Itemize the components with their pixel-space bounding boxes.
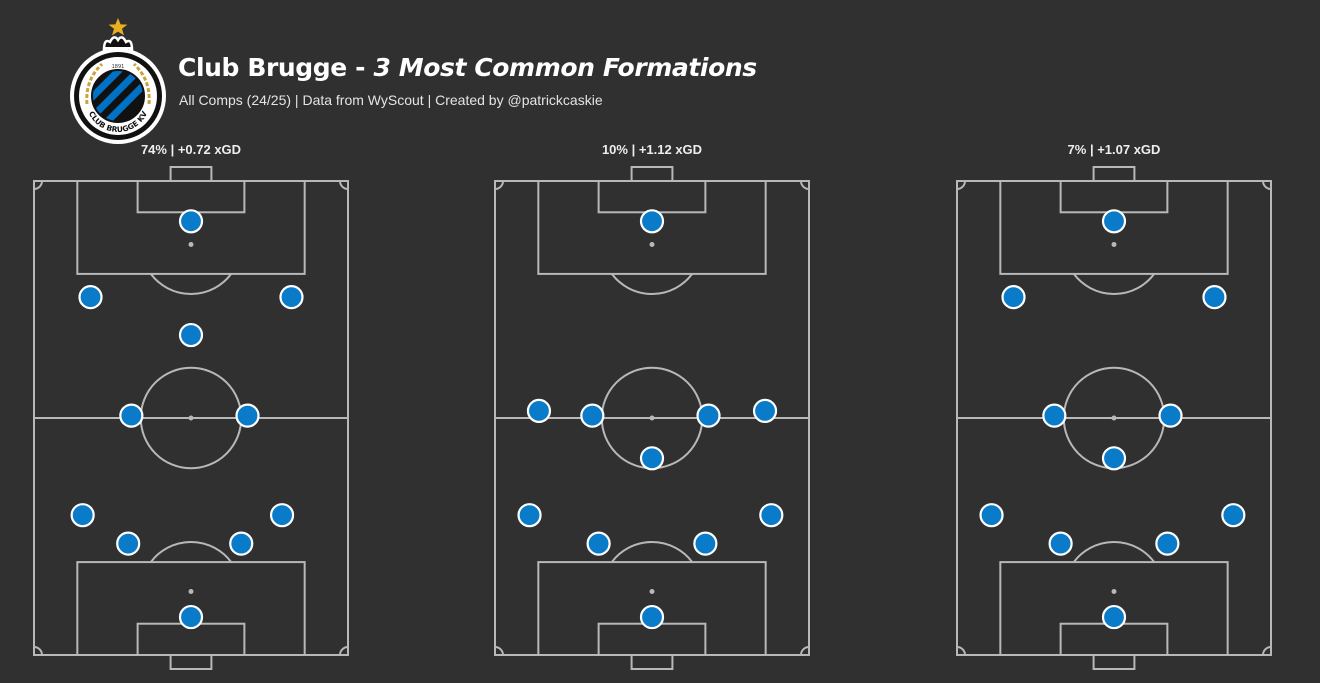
player-marker: [229, 531, 254, 556]
corner-arc: [800, 180, 810, 190]
player-marker: [70, 503, 95, 528]
player-marker: [586, 531, 611, 556]
player-marker: [639, 209, 665, 234]
center-spot: [188, 415, 194, 421]
player-marker: [178, 209, 204, 234]
penalty-spot-bottom: [188, 588, 194, 594]
goal-bottom: [1092, 654, 1136, 670]
corner-arc: [1262, 646, 1272, 656]
corner-arc: [956, 646, 966, 656]
player-marker: [1158, 403, 1183, 428]
player-marker: [116, 531, 141, 556]
player-marker: [1221, 503, 1246, 528]
penalty-spot-top: [649, 242, 655, 248]
corner-arc: [339, 180, 349, 190]
formation-label: 7% | +1.07 xGD: [1067, 142, 1161, 157]
penalty-spot-bottom: [1111, 588, 1117, 594]
formation-panel-3: 7% | +1.07 xGD: [954, 140, 1274, 675]
six-yard-box-top: [597, 180, 707, 214]
formation-label: 74% | +0.72 xGD: [140, 142, 242, 157]
penalty-arc-bottom: [150, 541, 232, 563]
title-main: Club Brugge -: [178, 53, 374, 82]
goal-top: [169, 166, 213, 182]
club-brugge-crest-icon: 1891 CLUB BRUGGE KV: [70, 18, 166, 144]
six-yard-box-top: [136, 180, 246, 214]
player-marker: [178, 322, 204, 348]
formation-panel-1: 74% | +0.72 xGD: [31, 140, 351, 675]
player-marker: [693, 531, 718, 556]
penalty-arc-top: [611, 273, 693, 295]
player-marker: [1042, 403, 1067, 428]
corner-arc: [494, 180, 504, 190]
player-marker: [1101, 446, 1127, 471]
penalty-spot-top: [188, 242, 194, 248]
goal-bottom: [169, 654, 213, 670]
corner-arc: [1262, 180, 1272, 190]
player-marker: [178, 604, 204, 630]
player-marker: [639, 604, 665, 630]
center-spot: [649, 415, 655, 421]
player-marker: [759, 503, 784, 528]
player-marker: [78, 285, 103, 310]
formation-panel-2: 10% | +1.12 xGD: [492, 140, 812, 675]
goal-top: [1092, 166, 1136, 182]
player-marker: [1001, 285, 1026, 310]
corner-arc: [339, 646, 349, 656]
corner-arc: [494, 646, 504, 656]
svg-text:1891: 1891: [112, 64, 125, 70]
goal-bottom: [630, 654, 674, 670]
player-marker: [269, 503, 295, 528]
penalty-arc-bottom: [611, 541, 693, 563]
pitch: [33, 166, 349, 670]
corner-arc: [33, 646, 43, 656]
player-marker: [639, 446, 665, 471]
goal-top: [630, 166, 674, 182]
player-marker: [235, 403, 260, 428]
player-marker: [752, 398, 778, 423]
player-marker: [119, 403, 144, 428]
penalty-arc-top: [150, 273, 232, 295]
page-title: Club Brugge - 3 Most Common Formations: [178, 53, 757, 82]
title-emphasis: 3 Most Common Formations: [373, 53, 757, 82]
player-marker: [1155, 531, 1180, 556]
penalty-arc-bottom: [1073, 541, 1155, 563]
player-marker: [279, 285, 304, 310]
player-marker: [1101, 604, 1127, 630]
page-subtitle: All Comps (24/25) | Data from WyScout | …: [179, 92, 603, 108]
center-spot: [1111, 415, 1117, 421]
player-marker: [1202, 285, 1227, 310]
player-marker: [517, 503, 542, 528]
corner-arc: [800, 646, 810, 656]
penalty-arc-top: [1073, 273, 1155, 295]
player-marker: [1101, 209, 1127, 234]
player-marker: [580, 403, 605, 428]
penalty-spot-bottom: [649, 588, 655, 594]
corner-arc: [33, 180, 43, 190]
player-marker: [979, 503, 1004, 528]
player-marker: [526, 398, 552, 423]
pitch: [494, 166, 810, 670]
corner-arc: [956, 180, 966, 190]
player-marker: [696, 403, 721, 428]
player-marker: [1048, 531, 1073, 556]
penalty-spot-top: [1111, 242, 1117, 248]
pitch: [956, 166, 1272, 670]
six-yard-box-top: [1059, 180, 1169, 214]
formation-label: 10% | +1.12 xGD: [601, 142, 703, 157]
